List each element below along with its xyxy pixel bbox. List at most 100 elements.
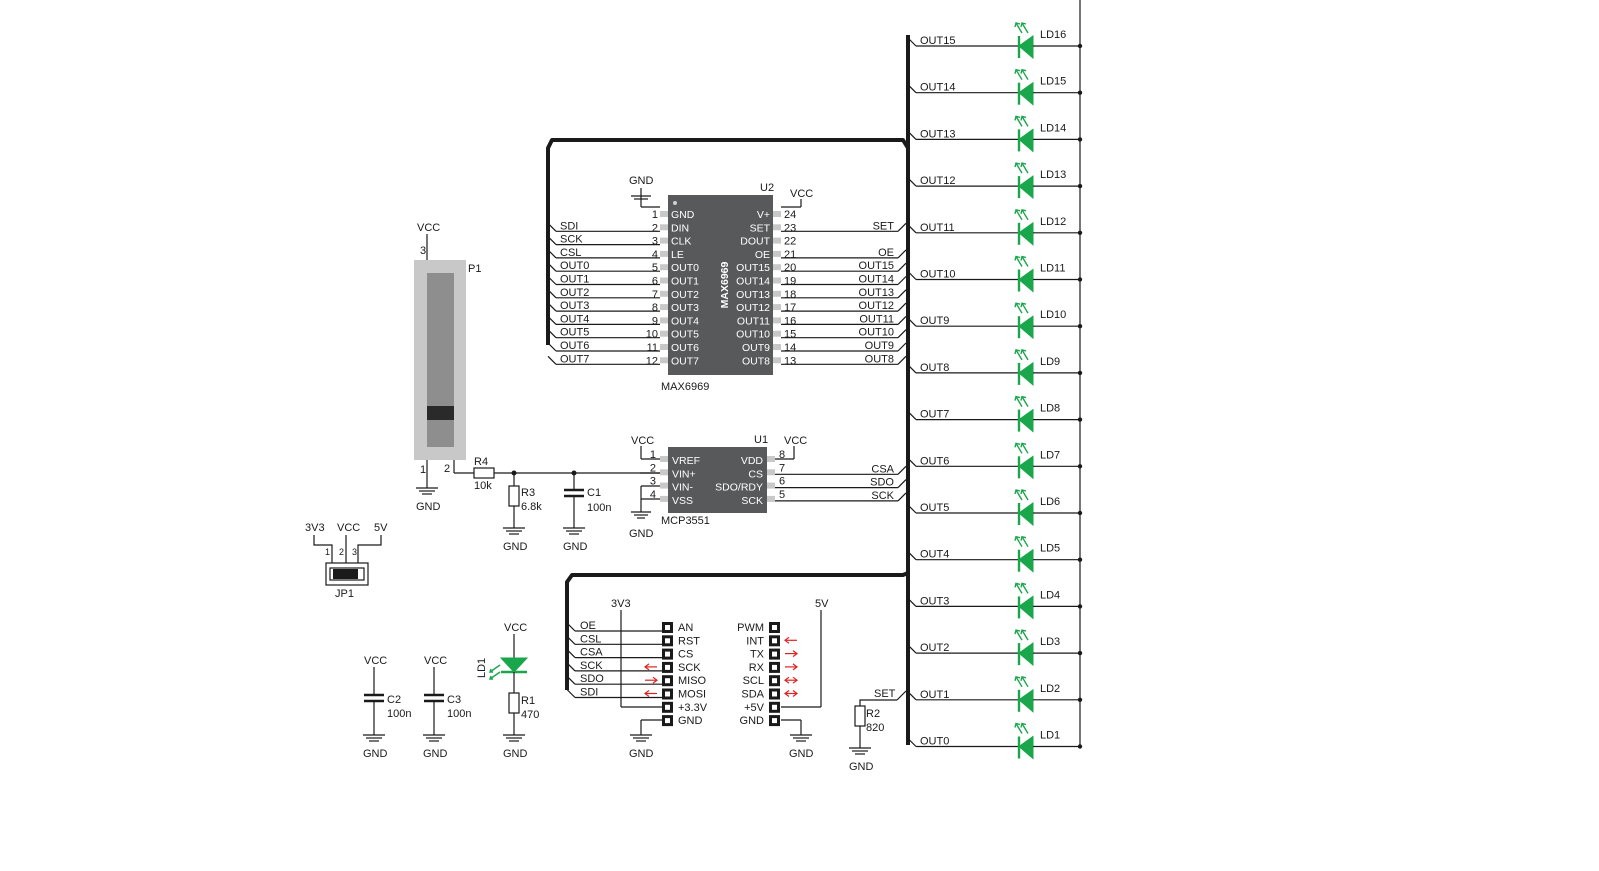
led-net-label: OUT0 xyxy=(920,736,949,748)
c2-value: 100n xyxy=(387,708,411,720)
u1-body xyxy=(668,447,767,513)
jp1-ref: JP1 xyxy=(335,588,354,600)
led-net-label: OUT8 xyxy=(920,362,949,374)
led-ref-label: LD7 xyxy=(1040,449,1060,461)
mikrobus-pin-label: MISO xyxy=(678,675,707,687)
led-ref-label: LD2 xyxy=(1040,683,1060,695)
u2-net-label: OUT4 xyxy=(560,313,589,325)
u2-pin-num: 20 xyxy=(784,262,796,274)
led-net-label: OUT11 xyxy=(920,222,955,234)
pot-gnd-label: GND xyxy=(416,501,441,513)
u2-net-label: OUT2 xyxy=(560,287,589,299)
led-ref-label: LD14 xyxy=(1040,122,1066,134)
u2-pin-num: 11 xyxy=(647,342,658,354)
pot-pin3: 3 xyxy=(420,245,426,257)
u2-net-label: OUT5 xyxy=(560,327,589,339)
u2-pin-num: 1 xyxy=(652,209,658,221)
led-ref-label: LD13 xyxy=(1040,169,1066,181)
r4-value: 10k xyxy=(474,480,492,492)
u1-vcc-left-label: VCC xyxy=(631,435,654,447)
mikrobus-pin-label: TX xyxy=(750,649,765,661)
led-net-label: OUT14 xyxy=(920,82,955,94)
r1-ref: R1 xyxy=(521,695,535,707)
u2-net-label: SET xyxy=(873,220,895,232)
led-ref-label: LD15 xyxy=(1040,76,1066,88)
led-row: OUT14 LD15 xyxy=(907,68,1083,106)
mikrobus-header: 3V3 5V GND GND ANRSTCSSCKMISOMOSI+3.3VGN… xyxy=(566,598,829,760)
u2-pin-num: 7 xyxy=(652,289,658,301)
led-icon xyxy=(1018,361,1034,386)
u1-pin-name: VDD xyxy=(741,455,764,467)
u1-pin-num: 6 xyxy=(779,476,785,488)
led-icon xyxy=(1018,315,1034,340)
led-icon xyxy=(1018,408,1034,433)
led-net-label: OUT4 xyxy=(920,549,949,561)
u2-pin-name: OUT2 xyxy=(671,289,699,301)
u1-net-label: CSA xyxy=(871,463,894,475)
u2-pin-name: OUT1 xyxy=(671,276,699,288)
led-icon xyxy=(1018,268,1034,293)
mikrobus-pin-label: +5V xyxy=(744,702,765,714)
u2-pin-name: OUT8 xyxy=(742,355,770,367)
u2-pin-name: OUT9 xyxy=(742,342,770,354)
led-net-label: OUT1 xyxy=(920,689,949,701)
u2-net-label: SCK xyxy=(560,234,583,246)
r3-value: 6.8k xyxy=(521,501,542,513)
mikrobus-pin-label: SDA xyxy=(741,689,764,701)
c1-value: 100n xyxy=(587,502,611,514)
led-row: OUT1 LD2 xyxy=(907,675,1083,713)
u2-pin-name: DIN xyxy=(671,222,689,234)
u1-pin-num: 4 xyxy=(650,489,656,501)
r4-ref: R4 xyxy=(474,456,488,468)
power-led-ld1: VCC LD1 R1 470 GND xyxy=(476,622,539,760)
u2-net-label: OUT9 xyxy=(865,340,894,352)
c3-ref: C3 xyxy=(447,694,461,706)
u1-pin-name: VIN- xyxy=(672,482,694,494)
u2-net-label: OUT1 xyxy=(560,274,589,286)
led-icon xyxy=(1018,35,1034,60)
led-row: OUT13 LD14 xyxy=(907,115,1083,153)
led-icon xyxy=(1018,128,1034,153)
u1-pin-name: VREF xyxy=(672,455,700,467)
u1-net-label: SCK xyxy=(871,490,894,502)
u1-pin-num: 1 xyxy=(650,449,656,461)
mikrobus-pin-label: AN xyxy=(678,622,693,634)
u1-pin-name: CS xyxy=(748,468,763,480)
capacitor-c3: VCC C3 100n GND xyxy=(423,655,471,760)
u1-ref: U1 xyxy=(754,434,768,446)
r1-gnd: GND xyxy=(503,748,528,760)
c3-gnd: GND xyxy=(423,748,448,760)
u1-pin-name: VIN+ xyxy=(672,468,696,480)
u2-net-label: OUT13 xyxy=(859,287,894,299)
mikrobus-3v3: 3V3 xyxy=(611,598,631,610)
mikrobus-pin-label: MOSI xyxy=(678,689,706,701)
u2-pin-name: OUT12 xyxy=(736,302,770,314)
u2-pin-num: 18 xyxy=(784,289,796,301)
led-icon xyxy=(1018,81,1034,106)
pot-wiper xyxy=(427,406,454,420)
u2-net-label: OUT7 xyxy=(560,353,589,365)
led-net-label: OUT13 xyxy=(920,128,955,140)
u2-pin-num: 16 xyxy=(784,315,796,327)
c2-gnd: GND xyxy=(363,748,388,760)
led-ref-label: LD4 xyxy=(1040,589,1060,601)
u2-pin-num: 22 xyxy=(784,236,796,248)
u2-part-label: MAX6969 xyxy=(719,262,731,309)
u2-pin-name: OUT5 xyxy=(671,329,699,341)
led-net-label: OUT10 xyxy=(920,269,955,281)
u2-pin-num: 15 xyxy=(784,329,796,341)
led-ref-label: LD1 xyxy=(1040,730,1060,742)
u1-vcc-right-label: VCC xyxy=(784,435,807,447)
u2-pin-num: 17 xyxy=(784,302,796,314)
mikrobus-pin-label: INT xyxy=(746,635,764,647)
u2-pin-num: 5 xyxy=(652,262,658,274)
u2-net-label: OUT8 xyxy=(865,353,894,365)
